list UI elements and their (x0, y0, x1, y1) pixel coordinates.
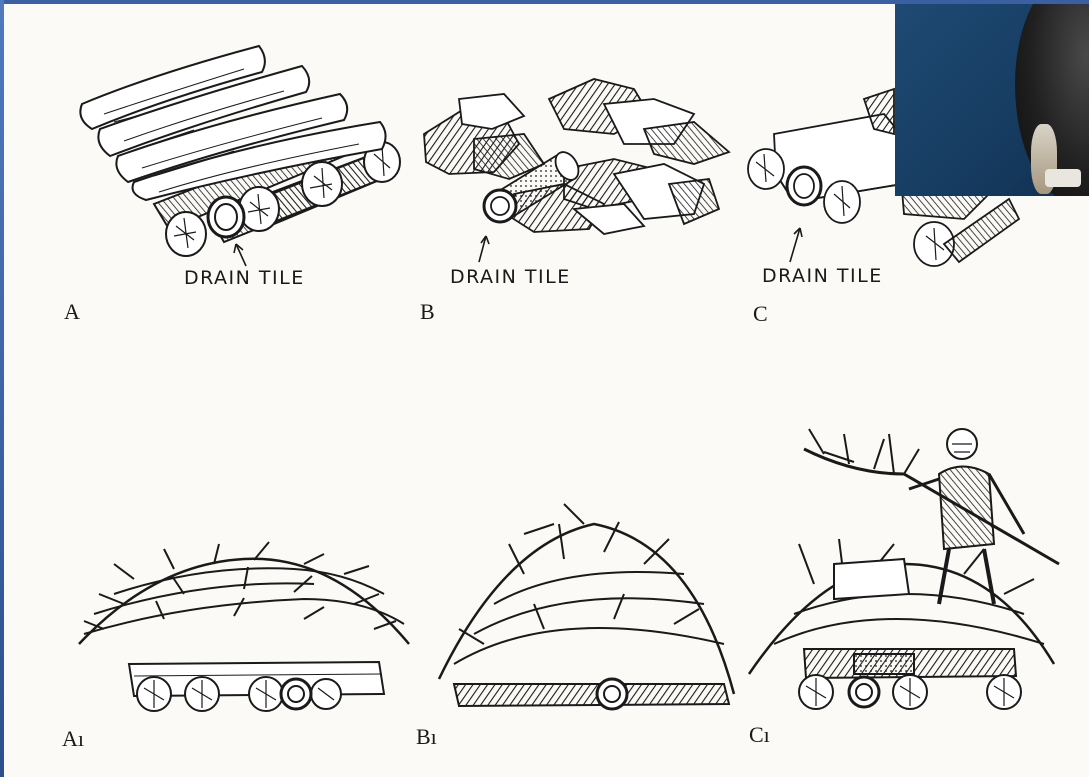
panel-label-b: B (420, 299, 435, 325)
drawing-a-log-platform (80, 46, 400, 266)
panel-label-a: A (64, 299, 80, 325)
rock-cluster-left (424, 94, 544, 179)
drain-tile-c (787, 167, 821, 205)
drain-tile-c1 (849, 677, 879, 707)
drain-tile-label-b: DRAIN TILE (450, 266, 571, 288)
drawing-c1-brush-and-worker (749, 429, 1059, 709)
photo-subject-band (1045, 169, 1081, 187)
illustration-plate: DRAIN TILE DRAIN TILE DRAIN TILE A B C A… (4, 4, 1089, 777)
drain-tile-label-a: DRAIN TILE (184, 267, 305, 289)
photo-inset (895, 4, 1089, 196)
drawing-a1-brush-pile (79, 542, 409, 711)
rock-cluster-right (509, 79, 729, 234)
drain-tile-a1 (281, 679, 311, 709)
panel-label-c: C (753, 301, 768, 327)
drawing-b1-brush-pile (439, 504, 734, 709)
drawing-b-rock-platform (424, 79, 729, 262)
panel-label-a1: Aı (62, 726, 84, 752)
drain-tile-label-c: DRAIN TILE (762, 265, 883, 287)
panel-label-c1: Cı (749, 722, 770, 748)
panel-label-b1: Bı (416, 724, 437, 750)
drain-tile-b1 (597, 679, 627, 709)
drain-tile-a (208, 197, 244, 237)
log-ends-c1 (799, 675, 1021, 709)
